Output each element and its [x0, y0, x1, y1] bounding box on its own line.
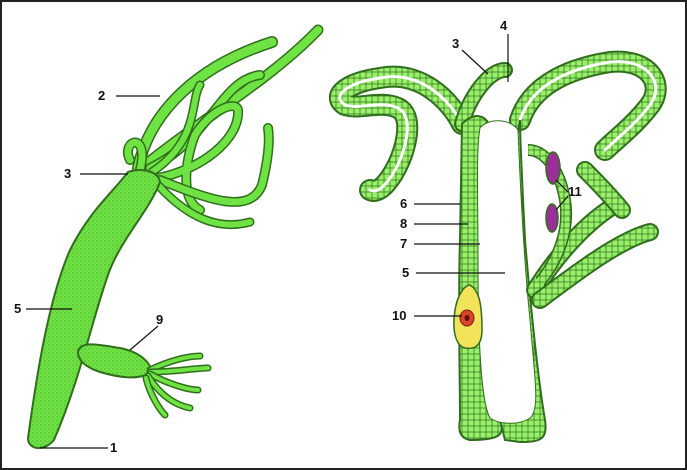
label-3-right: 3 — [452, 36, 459, 51]
label-5-right: 5 — [402, 265, 409, 280]
label-11: 11 — [568, 184, 582, 199]
label-10: 10 — [392, 308, 406, 323]
label-8: 8 — [400, 216, 407, 231]
label-9: 9 — [156, 312, 163, 327]
label-5-left: 5 — [14, 301, 21, 316]
label-1: 1 — [110, 440, 117, 455]
testis-lower — [546, 204, 558, 232]
label-4: 4 — [500, 18, 508, 33]
label-2: 2 — [98, 88, 105, 103]
label-7: 7 — [400, 236, 407, 251]
label-6: 6 — [400, 196, 407, 211]
label-3-left: 3 — [64, 166, 71, 181]
testis-upper — [546, 152, 560, 184]
